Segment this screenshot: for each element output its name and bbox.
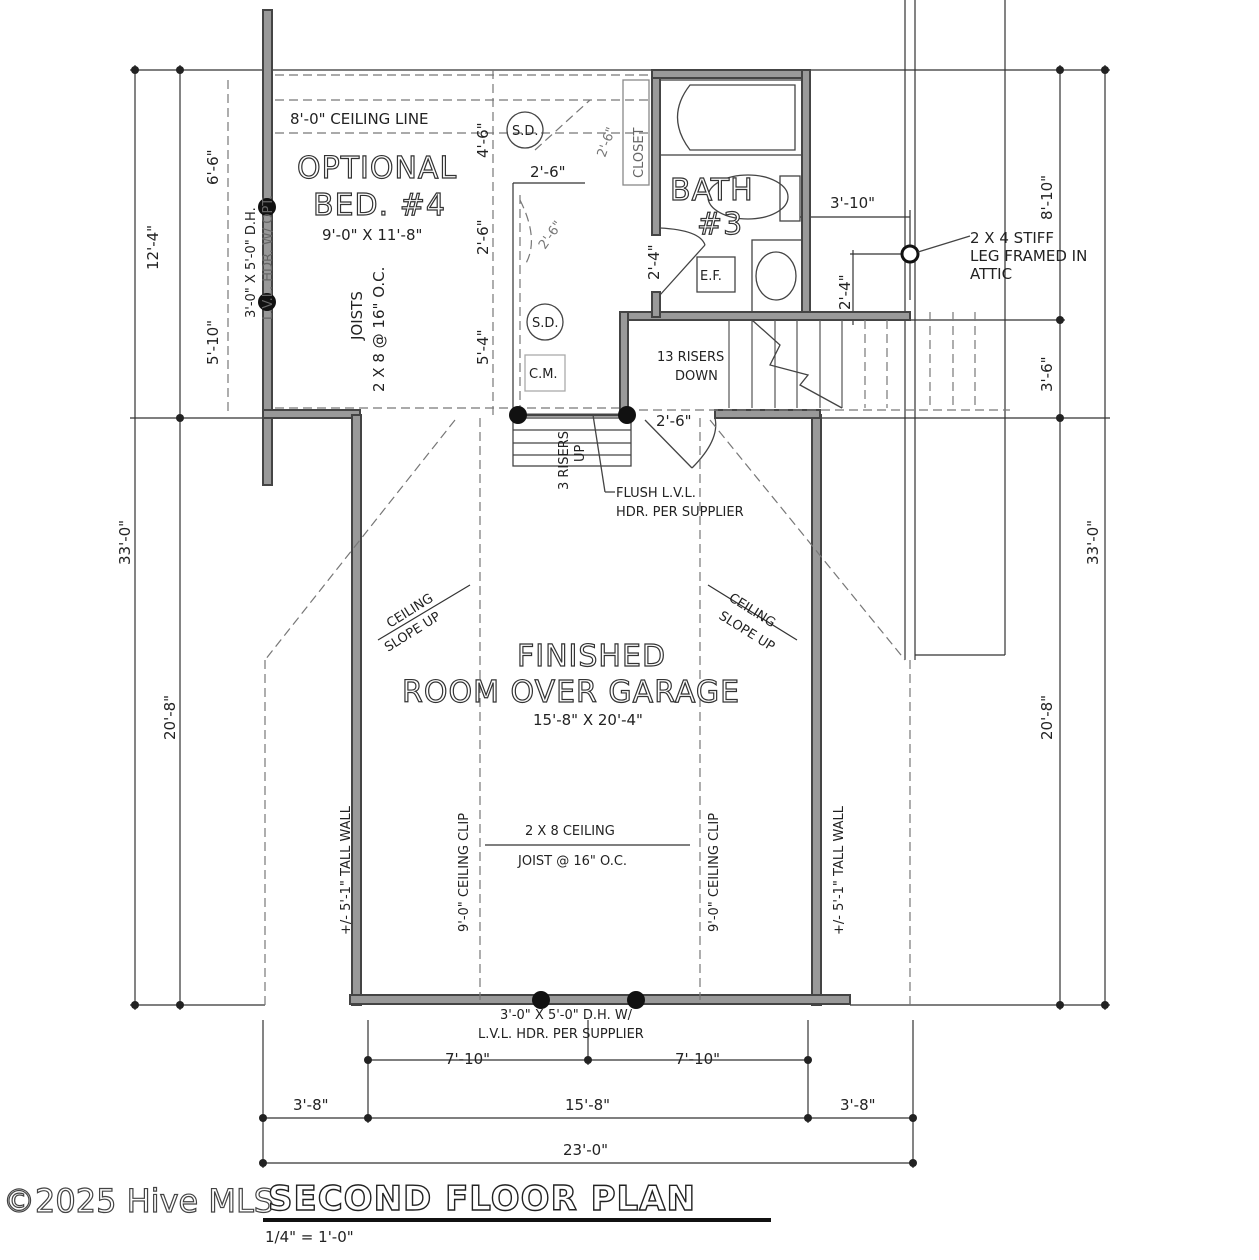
plan-title: SECOND FLOOR PLAN: [268, 1179, 696, 1219]
stairs-up: [512, 417, 632, 467]
bath-name: BATH: [670, 173, 754, 208]
title-underline: [263, 1218, 771, 1222]
smoke-detector-label: S.D.: [532, 316, 559, 331]
dimension-label: 5'-4": [474, 329, 492, 365]
ceiling-clip-note: 9'-0" CEILING CLIP: [457, 813, 472, 932]
dimension-label: 7'-10": [675, 1050, 720, 1068]
toilet-icon: [707, 174, 789, 220]
ceiling-clip-note: 9'-0" CEILING CLIP: [707, 813, 722, 932]
dimension-label: 4'-6": [474, 122, 492, 158]
stiff-leg-note: ATTIC: [970, 265, 1012, 283]
bed4-size: 9'-0" X 11'-8": [322, 226, 422, 244]
cm-label: C.M.: [529, 367, 558, 382]
stiff-leg-note: LEG FRAMED IN: [970, 247, 1087, 265]
bath-fixtures: [659, 79, 803, 313]
dimension-label: 20'-8": [161, 695, 179, 740]
dimension-label: 3'-10": [830, 194, 875, 212]
dimension-label: 2'-6": [536, 218, 566, 252]
dimension-lines: [130, 0, 1110, 1168]
bed4-name: OPTIONAL: [297, 151, 457, 186]
tall-wall-note: +/- 5'-1" TALL WALL: [339, 805, 354, 935]
dimension-label: 7'-10": [445, 1050, 490, 1068]
dimension-label: 33'-0": [116, 520, 134, 565]
dimension-label: 3'-6": [1038, 356, 1056, 392]
risers-up-note: UP: [573, 444, 588, 462]
optional-bedroom-4: [227, 70, 650, 415]
stiff-leg-icon: [900, 244, 920, 264]
smoke-detector-icon: [506, 111, 544, 149]
bath-name: #3: [697, 207, 743, 242]
stairs-down: [625, 312, 1010, 411]
dimension-label: 2'-6": [656, 412, 692, 430]
garage-ceiling-lines: [264, 418, 911, 1005]
dimension-label: 5'-10": [204, 320, 222, 365]
smoke-detector-icon: [526, 303, 564, 341]
dimension-label: 15'-8": [565, 1096, 610, 1114]
sink-icon: [755, 251, 797, 301]
plan-scale: 1/4" = 1'-0": [265, 1228, 354, 1246]
joists-label: 2 X 8 @ 16" O.C.: [370, 267, 388, 392]
flush-lvl-note: FLUSH L.V.L.: [616, 486, 696, 501]
walls: [262, 9, 911, 1006]
bed4-name: BED. #4: [313, 188, 446, 223]
dimension-label: 2'-6": [595, 125, 620, 159]
exhaust-fan-label: E.F.: [700, 269, 722, 284]
ceiling-line-label: 8'-0" CEILING LINE: [290, 110, 429, 128]
garage-room-name: ROOM OVER GARAGE: [402, 675, 740, 710]
dimension-label: 2'-6": [474, 219, 492, 255]
dimension-label: 8'-10": [1038, 175, 1056, 220]
dimension-label: 33'-0": [1084, 520, 1102, 565]
joists-label: JOISTS: [348, 291, 366, 341]
watermark: ©2025 Hive MLS: [3, 1182, 274, 1220]
dimension-label: 3'-8": [840, 1096, 876, 1114]
flush-lvl-note: HDR. PER SUPPLIER: [616, 505, 744, 520]
window-label: L.V.L. HDR. W/ OPT.: [261, 195, 276, 320]
window-note: L.V.L. HDR. PER SUPPLIER: [478, 1027, 644, 1042]
window-note: 3'-0" X 5'-0" D.H. W/: [500, 1008, 633, 1023]
stiff-leg-note: 2 X 4 STIFF: [970, 229, 1054, 247]
dimension-label: 12'-4": [144, 225, 162, 270]
garage-room-size: 15'-8" X 20'-4": [533, 711, 643, 729]
garage-room-name: FINISHED: [517, 639, 666, 674]
ceiling-joist-note: 2 X 8 CEILING: [525, 824, 615, 839]
risers-down-note: DOWN: [675, 369, 718, 384]
ceiling-joist-note: JOIST @ 16" O.C.: [517, 854, 627, 869]
dimension-label: 23'-0": [563, 1141, 608, 1159]
dimension-label: 3'-8": [293, 1096, 329, 1114]
smoke-detector-label: S.D.: [512, 124, 539, 139]
labels: 8'-0" CEILING LINE OPTIONAL BED. #4 9'-0…: [116, 110, 1102, 1159]
risers-down-note: 13 RISERS: [657, 350, 724, 365]
tall-wall-note: +/- 5'-1" TALL WALL: [832, 805, 847, 935]
dimension-label: 2'-4": [645, 244, 663, 280]
dimension-label: 2'-4": [836, 274, 854, 310]
dimension-label: 20'-8": [1038, 695, 1056, 740]
posts: [258, 111, 971, 1009]
window-label: 3'-0" X 5'-0" D.H.: [244, 207, 259, 318]
dimension-label: 6'-6": [204, 149, 222, 185]
risers-up-note: 3 RISERS: [557, 431, 572, 490]
dimension-label: 2'-6": [530, 163, 566, 181]
closet-label: CLOSET: [632, 127, 647, 178]
